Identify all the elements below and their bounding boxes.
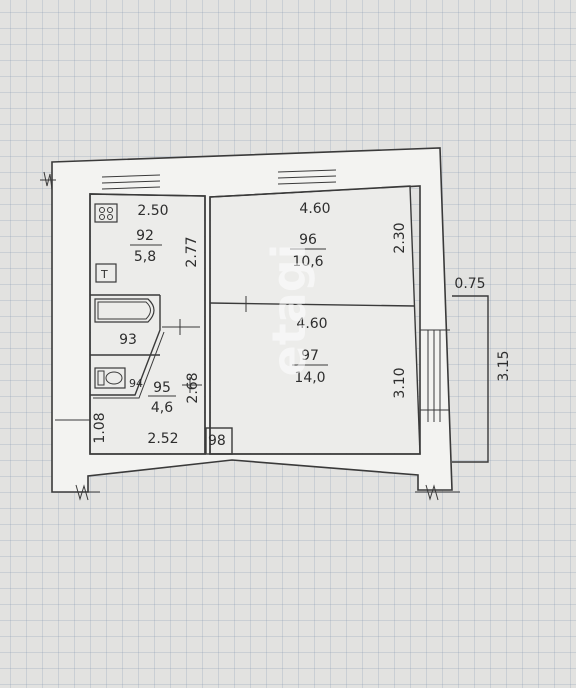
- room-96-number: 96: [299, 232, 317, 248]
- dim-bottom-left-height: 1.08: [92, 412, 108, 443]
- break-mark-bottom-right: [415, 484, 460, 501]
- dim-balcony-length: 3.15: [496, 350, 512, 381]
- dim-top-left-width: 2.50: [137, 203, 168, 219]
- room-92-area: 5,8: [134, 249, 156, 265]
- watermark-logo: etagi: [262, 244, 316, 377]
- toilet-symbol: T: [100, 268, 108, 281]
- bathtub-icon: [94, 298, 155, 323]
- room-93-number: 93: [119, 332, 137, 348]
- room-96-area: 10,6: [292, 254, 323, 270]
- balcony: [452, 295, 489, 463]
- toilet-icon: [94, 367, 126, 389]
- dim-room97-height: 3.10: [392, 367, 408, 398]
- dim-balcony-depth: 0.75: [454, 276, 485, 292]
- dim-left-height: 2.77: [184, 236, 200, 267]
- dim-room96-width: 4.60: [299, 201, 330, 217]
- sink-icon: [95, 263, 117, 283]
- room-97-number: 97: [301, 348, 319, 364]
- partition-96-97: [209, 302, 416, 307]
- room-94-number: 94: [129, 377, 143, 390]
- room-97-area: 14,0: [294, 370, 325, 386]
- closet-98: [205, 427, 233, 455]
- break-mark-left: [40, 171, 56, 191]
- right-zone-floor: [211, 187, 419, 453]
- partition-diagonal-inner: [93, 331, 165, 399]
- window-right: [420, 329, 450, 422]
- room-98-number: 98: [208, 433, 226, 449]
- dim-room96-height: 2.30: [392, 222, 408, 253]
- window-top-left: [101, 174, 161, 190]
- partition-diagonal: [90, 295, 161, 396]
- room-95-area: 4,6: [151, 400, 173, 416]
- dim-room97-width: 4.60: [296, 316, 327, 332]
- stove-icon: [94, 203, 118, 223]
- right-zone-outline: [209, 185, 421, 455]
- room-92-number: 92: [136, 228, 154, 244]
- window-top-right: [277, 169, 337, 185]
- dim-corridor-height: 2.68: [185, 372, 201, 403]
- break-mark-bottom-left: [70, 484, 100, 501]
- room-95-number: 95: [153, 380, 171, 396]
- dim-bottom-left-width: 2.52: [147, 431, 178, 447]
- left-zone-outline: [89, 193, 206, 455]
